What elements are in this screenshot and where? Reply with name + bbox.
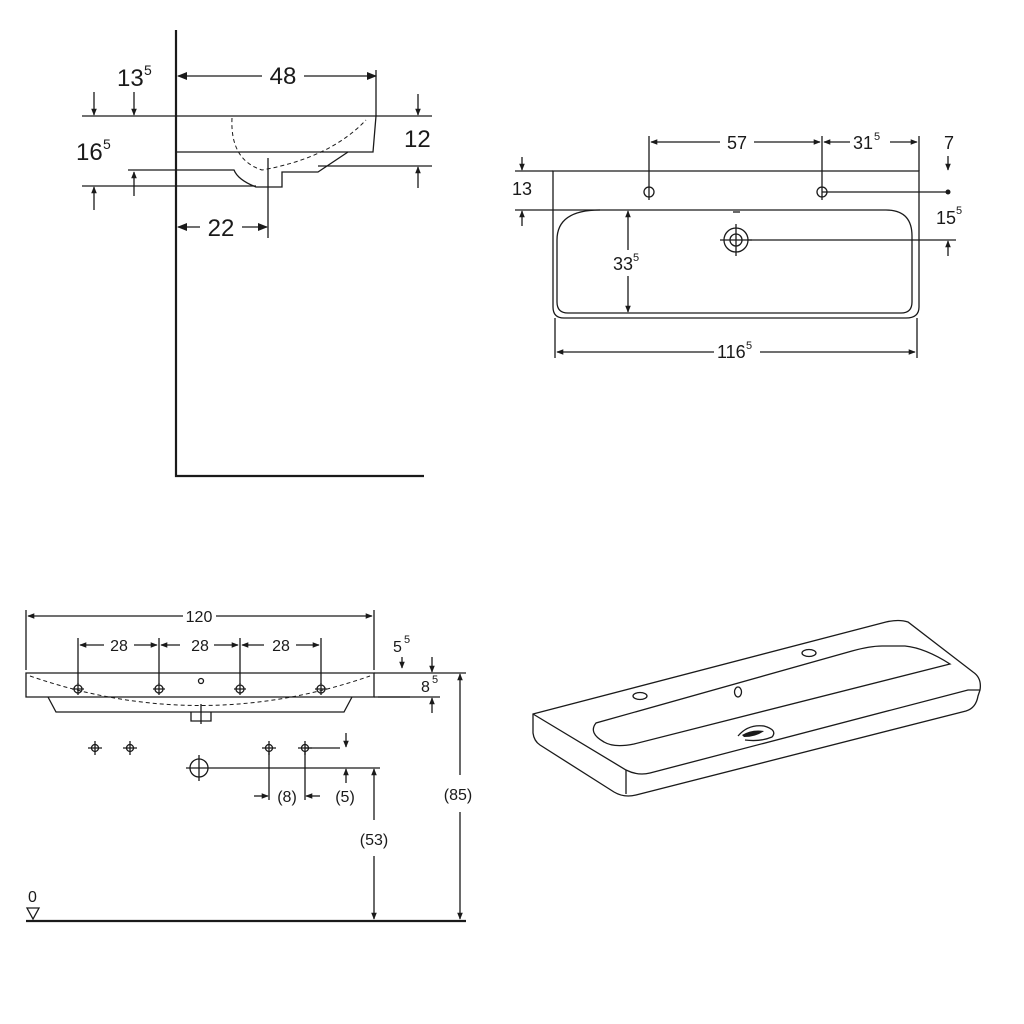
wall-tap-markers [88,741,312,781]
basin-outer [532,619,981,797]
dim-15-5-main: 15 [936,208,956,228]
dim-16-5-main: 16 [76,139,103,166]
dim-13-5-main: 13 [117,65,144,92]
dim-33-5-sup: 5 [633,252,639,264]
floor-datum-symbol [25,907,41,921]
dim-85: (85) [444,787,472,804]
dim-8-5-main: 8 [421,679,430,696]
floor-label: 0 [28,889,37,906]
dim-57: 57 [727,133,747,153]
dim-48: 48 [270,63,297,90]
dim-13-5-sup: 5 [144,62,152,78]
basin-outline [552,170,920,319]
dim-116-5-sup: 5 [746,340,752,352]
dim-31-5-main: 31 [853,133,873,153]
bowl-outline [592,645,952,747]
wall-line [174,30,424,478]
dim-116-5-main: 116 [717,342,746,362]
side-view: 48 13 5 16 5 12 22 [76,30,432,478]
dim-28-b: 28 [191,638,209,655]
dim-5-5-main: 5 [393,639,402,656]
basin-underside [47,696,353,713]
dim-28-c: 28 [272,638,290,655]
drain-hole [737,725,775,742]
tap-hole-left [632,691,648,701]
basin-profile [176,115,377,188]
dim-8-5-sup: 5 [432,674,438,686]
overflow-hole [733,686,743,698]
dim-12: 12 [404,126,431,153]
dim-15-5-sup: 5 [956,205,962,217]
dim-5-paren: (5) [335,789,355,806]
top-view: 57 31 5 7 13 15 5 33 5 116 5 [512,131,962,362]
isometric-view [532,619,981,797]
bowl-hidden-line [231,117,367,171]
dim-28-a: 28 [110,638,128,655]
bowl-outline [556,209,913,314]
dim-13: 13 [512,179,532,199]
dim-16-5-sup: 5 [103,136,111,152]
dim-120: 120 [186,609,213,626]
tap-hole-right [801,648,817,658]
dim-31-5-sup: 5 [874,131,880,143]
dim-33-5-main: 33 [613,254,633,274]
dim-7: 7 [944,133,954,153]
dim-22: 22 [208,215,235,242]
front-view: 120 28 28 28 5 5 8 5 [25,609,472,923]
dim-8-paren: (8) [277,789,297,806]
dim-53: (53) [360,832,388,849]
slab-tap-markers [72,683,327,695]
dim-5-5-sup: 5 [404,634,410,646]
